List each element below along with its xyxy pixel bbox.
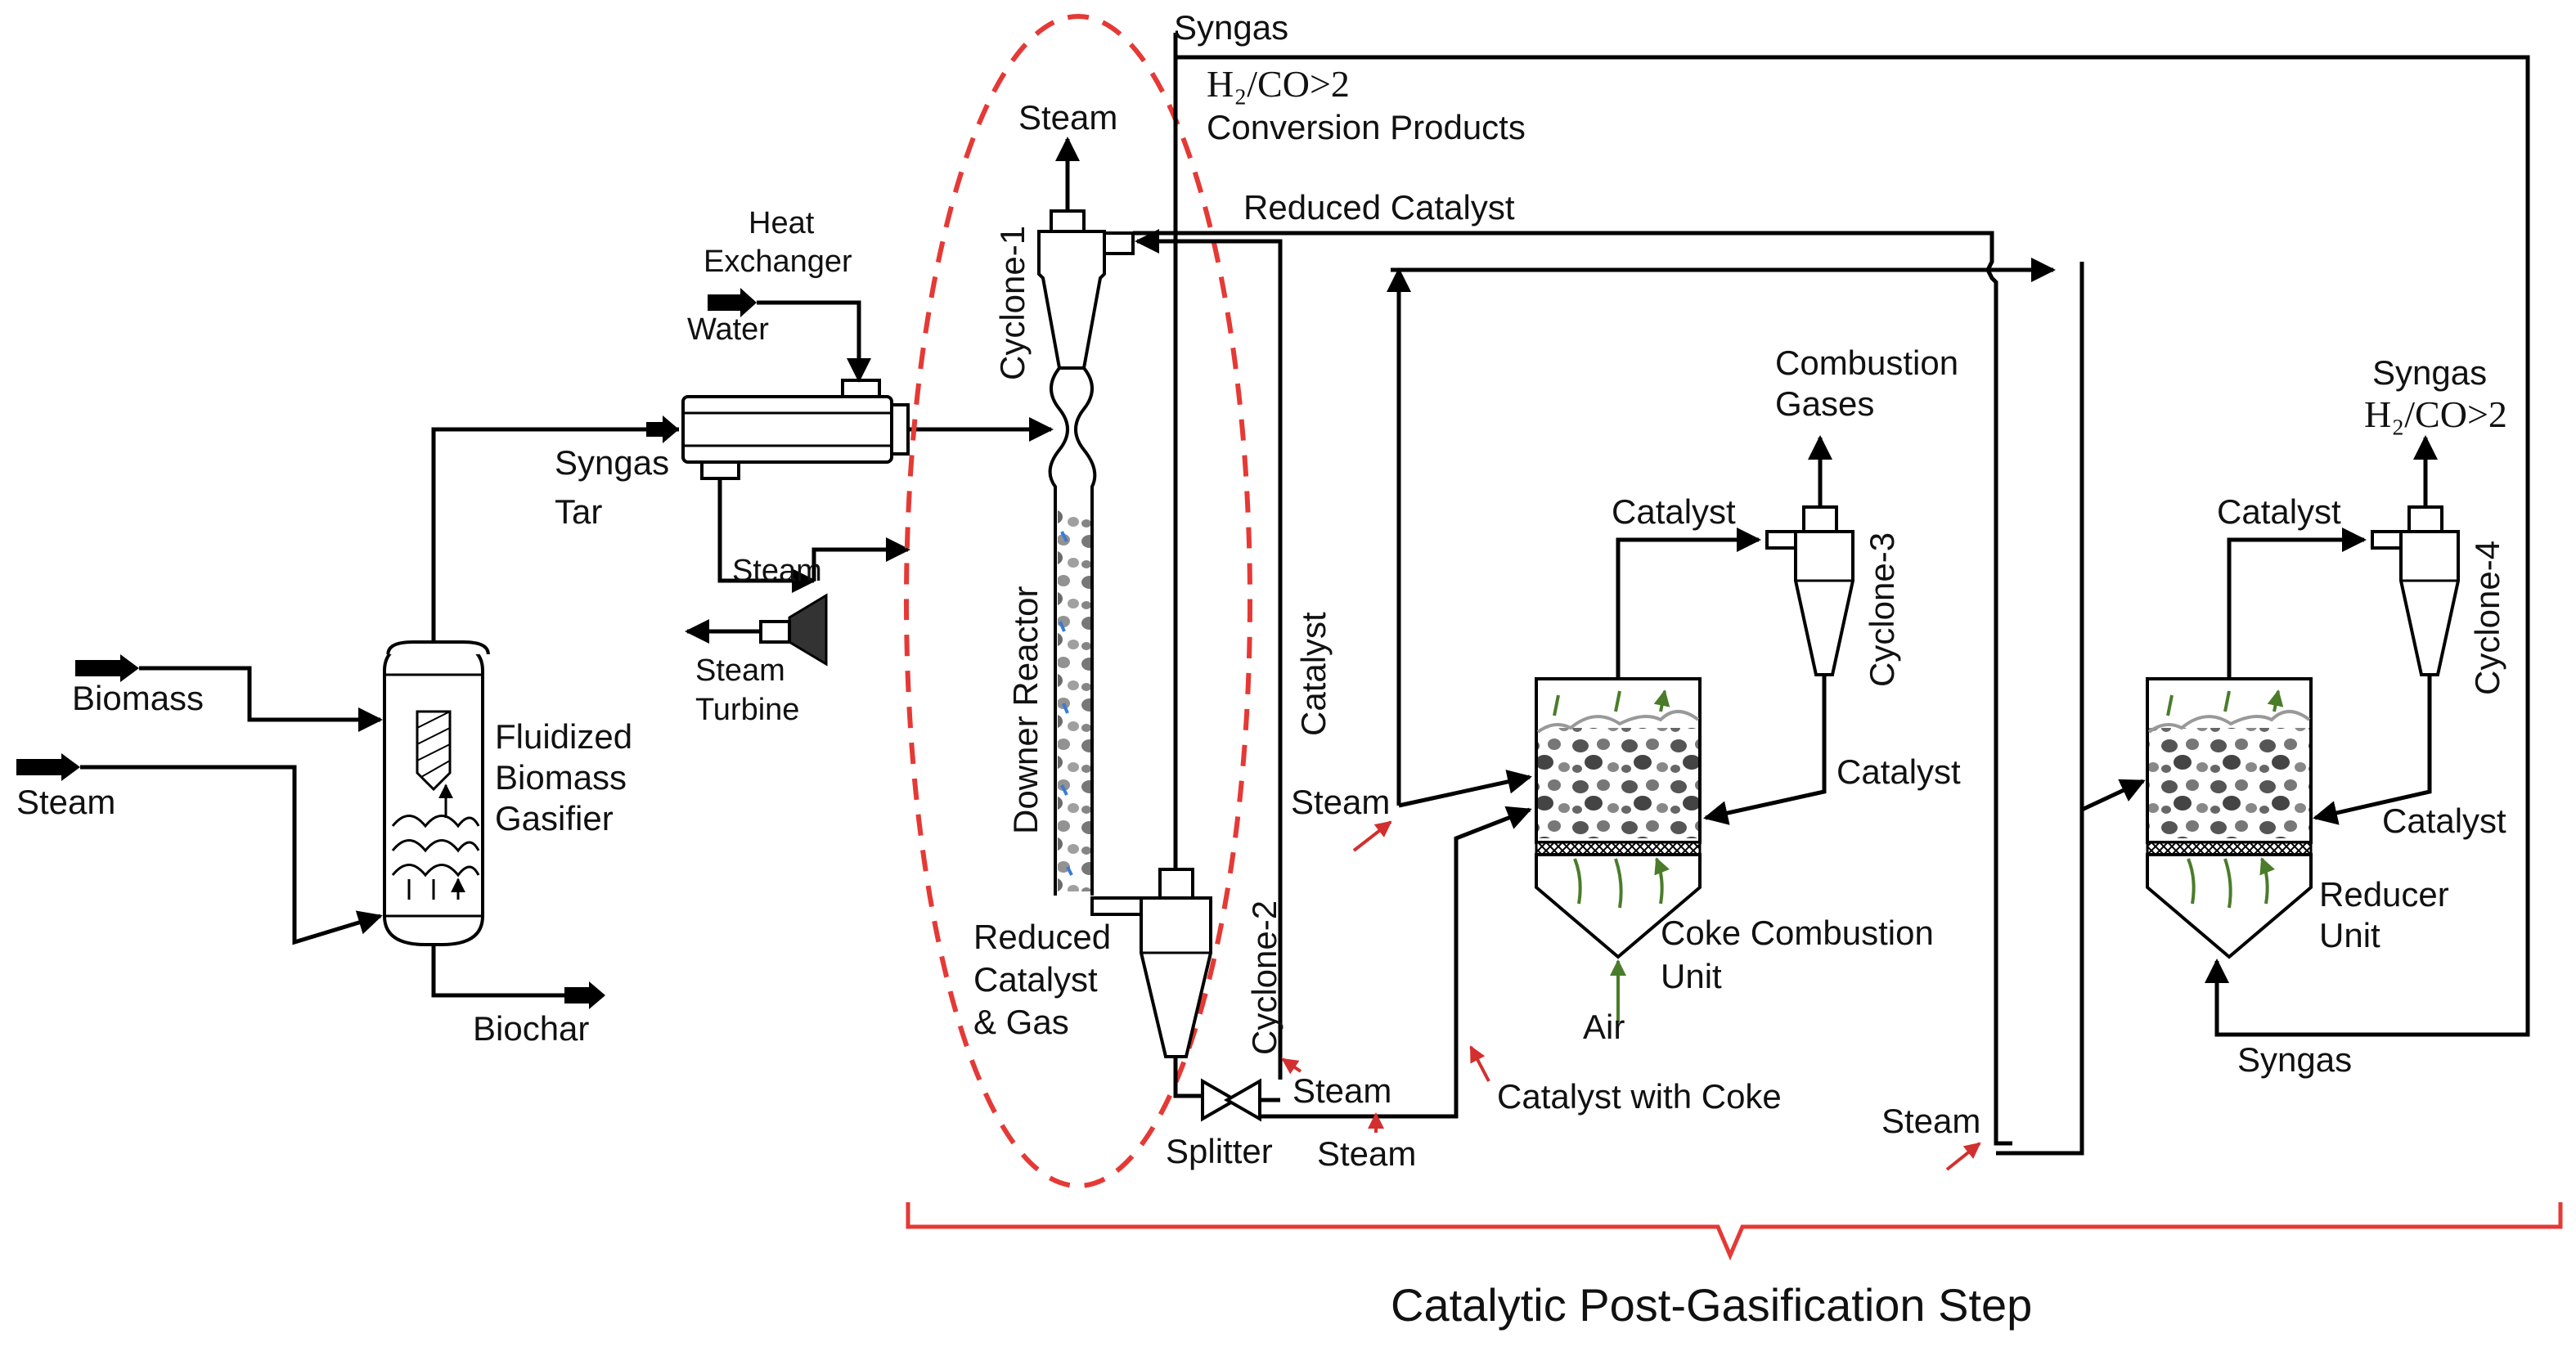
cyclone-1 bbox=[1037, 137, 1135, 370]
label-steam-mid: Steam bbox=[1291, 783, 1390, 821]
label-coke-combustion-1: Coke Combustion bbox=[1661, 914, 1934, 952]
steam-feed-left bbox=[16, 753, 383, 945]
label-syngas-c4: Syngas bbox=[2372, 353, 2487, 392]
label-reducer-2: Unit bbox=[2319, 916, 2380, 954]
label-catalyst-with-coke: Catalyst with Coke bbox=[1497, 1077, 1782, 1116]
label-heat-exchanger-2: Exchanger bbox=[704, 245, 852, 279]
label-biochar: Biochar bbox=[473, 1009, 589, 1048]
steam-feed-arrow-icon bbox=[16, 759, 61, 775]
catalytic-step-bracket bbox=[906, 1202, 2563, 1261]
label-heat-exchanger-1: Heat bbox=[749, 206, 815, 240]
label-syngas-bottom: Syngas bbox=[2237, 1040, 2352, 1079]
label-fluidized-2: Biomass bbox=[495, 758, 627, 797]
label-biomass: Biomass bbox=[72, 679, 204, 717]
label-step-title: Catalytic Post-Gasification Step bbox=[1391, 1279, 2032, 1331]
label-reducer-1: Reducer bbox=[2319, 875, 2449, 914]
label-fluidized-3: Gasifier bbox=[495, 799, 614, 837]
water-arrow-icon bbox=[708, 294, 740, 311]
label-catalyst-c4-out: Catalyst bbox=[2382, 801, 2506, 840]
label-reduced-2: Catalyst bbox=[973, 960, 1098, 999]
label-combustion-gases-2: Gases bbox=[1775, 384, 1874, 423]
label-cyclone-2: Cyclone-2 bbox=[1245, 900, 1284, 1055]
label-steam-right: Steam bbox=[1881, 1102, 1980, 1140]
label-steam-small: Steam bbox=[732, 554, 822, 588]
biomass-feed bbox=[75, 654, 383, 732]
biomass-feed-arrow-icon bbox=[75, 660, 120, 676]
label-h2co-ratio: H₂/CO>2 bbox=[1207, 63, 1350, 105]
label-steam-cyclone1: Steam bbox=[1018, 98, 1117, 137]
steam-to-turbine bbox=[717, 478, 816, 593]
label-syngas-hx: Syngas bbox=[555, 443, 669, 482]
label-steam-turbine-1: Steam bbox=[695, 653, 785, 688]
label-reduced-3: & Gas bbox=[973, 1003, 1069, 1041]
label-cyclone-3: Cyclone-3 bbox=[1863, 532, 1901, 687]
downer-reactor bbox=[1048, 366, 1097, 896]
steam-turbine bbox=[685, 593, 828, 667]
label-reduced-1: Reduced bbox=[973, 918, 1111, 956]
reducer-unit bbox=[2146, 679, 2313, 959]
label-cyclone-4: Cyclone-4 bbox=[2468, 541, 2506, 695]
splitter-valve bbox=[1201, 1078, 1280, 1122]
coke-combustion-unit bbox=[1535, 679, 1702, 1022]
label-fluidized-1: Fluidized bbox=[495, 717, 632, 756]
downer-region-highlight bbox=[904, 14, 1252, 1188]
label-coke-combustion-2: Unit bbox=[1661, 957, 1722, 995]
label-catalyst-riser: Catalyst bbox=[1294, 612, 1333, 736]
label-downer-reactor: Downer Reactor bbox=[1006, 586, 1045, 834]
fluidized-biomass-gasifier bbox=[383, 640, 490, 946]
water-feed bbox=[708, 288, 871, 383]
label-splitter: Splitter bbox=[1166, 1132, 1273, 1170]
catalyst-riser bbox=[1135, 229, 1283, 1080]
cyclone-3 bbox=[1765, 435, 1854, 676]
label-catalyst-c3-in: Catalyst bbox=[1612, 492, 1736, 531]
syngas-gasifier-outlet bbox=[431, 427, 679, 642]
label-steam-left: Steam bbox=[16, 783, 115, 821]
biochar-outlet bbox=[431, 945, 573, 998]
label-reduced-catalyst-top: Reduced Catalyst bbox=[1243, 188, 1515, 227]
label-tar: Tar bbox=[555, 492, 602, 531]
label-water: Water bbox=[687, 312, 769, 347]
cyclone-2 bbox=[1090, 868, 1212, 1058]
biochar-arrow-icon bbox=[564, 987, 589, 1004]
label-catalyst-c4-in: Catalyst bbox=[2217, 492, 2341, 531]
catalyst-with-coke-line bbox=[1260, 806, 1532, 1119]
cyclone-4 bbox=[2371, 435, 2460, 676]
label-air: Air bbox=[1583, 1008, 1625, 1046]
label-catalyst-c3-out: Catalyst bbox=[1836, 752, 1961, 791]
label-h2co-c4: H₂/CO>2 bbox=[2364, 393, 2507, 435]
heat-exchanger bbox=[681, 379, 910, 480]
label-conversion-products: Conversion Products bbox=[1207, 108, 1526, 146]
label-steam-splitter: Steam bbox=[1317, 1134, 1416, 1173]
label-steam-cyclone2: Steam bbox=[1292, 1071, 1391, 1110]
label-cyclone-1: Cyclone-1 bbox=[993, 226, 1032, 380]
label-combustion-gases-1: Combustion bbox=[1775, 343, 1958, 382]
label-syngas-top: Syngas bbox=[1174, 8, 1288, 47]
label-steam-turbine-2: Turbine bbox=[695, 693, 799, 727]
